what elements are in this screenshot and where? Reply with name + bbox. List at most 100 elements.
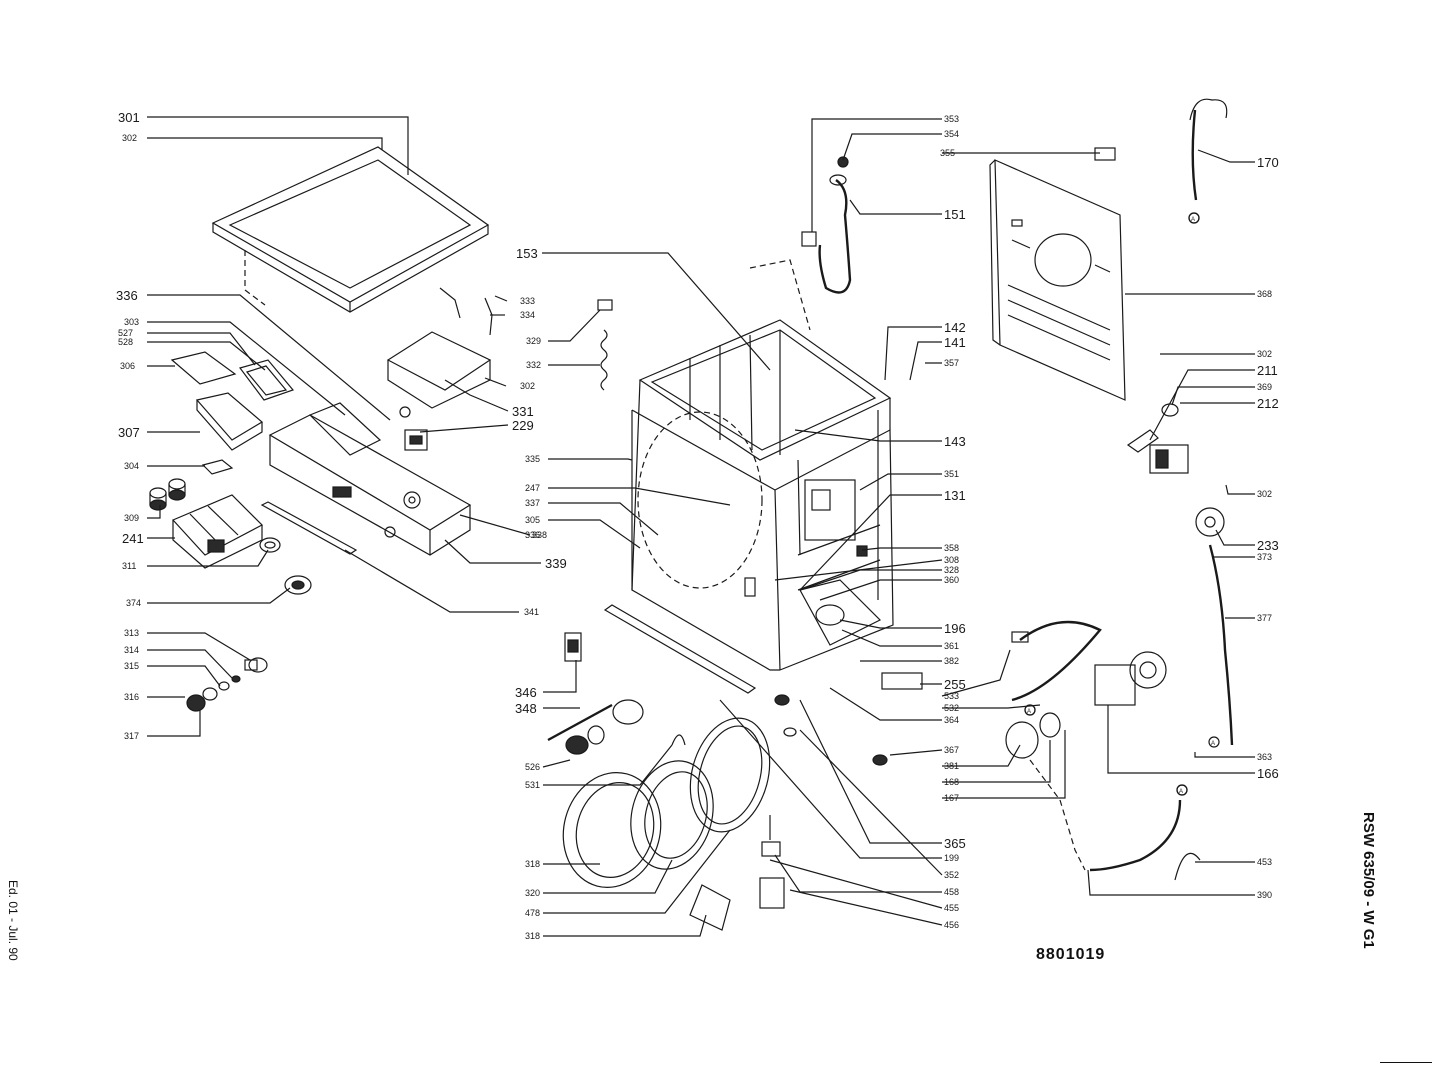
callout-label-302: 302 xyxy=(122,133,137,143)
callout-label-348: 348 xyxy=(515,701,537,716)
connector-marker: A xyxy=(1208,736,1220,748)
callout-label-305: 305 xyxy=(525,515,540,525)
leader-lines xyxy=(147,116,1255,937)
svg-text:A: A xyxy=(1179,789,1183,795)
inlet-hose-part xyxy=(597,156,852,391)
callout-label-304: 304 xyxy=(124,461,139,471)
worktop-part xyxy=(211,146,490,313)
callout-label-168: 168 xyxy=(944,777,959,787)
callout-label-255: 255 xyxy=(944,677,966,692)
drawing-number: 8801019 xyxy=(1036,946,1106,963)
model-label: RSW 635/09 - W G1 xyxy=(1360,812,1377,949)
control-panel-part xyxy=(260,402,472,556)
callout-label-374: 374 xyxy=(126,598,141,608)
callout-label-143: 143 xyxy=(944,434,966,449)
callout-label-456: 456 xyxy=(944,920,959,930)
callout-label-151: 151 xyxy=(944,207,966,222)
callout-label-153: 153 xyxy=(516,246,538,261)
callout-label-196: 196 xyxy=(944,621,966,636)
rear-panel-part xyxy=(989,147,1126,401)
callout-labels: 3013023363035275283063073043092413113743… xyxy=(116,110,1279,941)
callout-label-355: 355 xyxy=(940,148,955,158)
callout-label-318: 318 xyxy=(525,931,540,941)
door-part xyxy=(547,632,785,931)
callout-label-531: 531 xyxy=(525,780,540,790)
svg-text:A: A xyxy=(1191,217,1195,223)
callout-label-357: 357 xyxy=(944,358,959,368)
callout-label-339: 339 xyxy=(545,556,567,571)
callout-label-302: 302 xyxy=(1257,349,1272,359)
callout-label-336: 336 xyxy=(525,530,540,540)
callout-label-335: 335 xyxy=(525,454,540,464)
callout-label-364: 364 xyxy=(944,715,959,725)
callout-label-351: 351 xyxy=(944,469,959,479)
callout-label-453: 453 xyxy=(1257,857,1272,867)
callout-label-478: 478 xyxy=(525,908,540,918)
callout-label-338: 338 xyxy=(532,530,547,540)
callout-label-331: 331 xyxy=(512,404,534,419)
callout-label-361: 361 xyxy=(944,641,959,651)
callout-label-382: 382 xyxy=(944,656,959,666)
callout-label-373: 373 xyxy=(1257,552,1272,562)
callout-label-308: 308 xyxy=(944,555,959,565)
callout-label-211: 211 xyxy=(1257,363,1278,378)
callout-label-142: 142 xyxy=(944,320,966,335)
callout-label-337: 337 xyxy=(525,498,540,508)
callout-label-332: 332 xyxy=(526,360,541,370)
connector-marker: A xyxy=(1188,212,1200,224)
callout-label-390: 390 xyxy=(1257,890,1272,900)
callout-label-334: 334 xyxy=(520,310,535,320)
callout-label-377: 377 xyxy=(1257,613,1272,623)
callout-label-314: 314 xyxy=(124,645,139,655)
callout-label-533: 533 xyxy=(944,691,959,701)
callout-label-527: 527 xyxy=(118,328,133,338)
callout-label-306: 306 xyxy=(120,361,135,371)
callout-label-369: 369 xyxy=(1257,382,1272,392)
drain-hose-top-part xyxy=(1188,98,1228,224)
cabinet-part xyxy=(603,319,894,766)
callout-label-341: 341 xyxy=(524,607,539,617)
callout-label-367: 367 xyxy=(944,745,959,755)
callout-label-336: 336 xyxy=(116,288,138,303)
callout-label-311: 311 xyxy=(122,561,136,571)
callout-label-329: 329 xyxy=(526,336,541,346)
callout-label-358: 358 xyxy=(944,543,959,553)
callout-label-333: 333 xyxy=(520,296,535,306)
callout-label-365: 365 xyxy=(944,836,966,851)
corner-mark xyxy=(1380,1062,1432,1063)
callout-label-328: 328 xyxy=(944,565,959,575)
callout-label-247: 247 xyxy=(525,483,540,493)
callout-label-302: 302 xyxy=(1257,489,1272,499)
dispenser-parts xyxy=(149,351,312,712)
callout-label-318: 318 xyxy=(525,859,540,869)
callout-label-131: 131 xyxy=(944,488,966,503)
callout-label-320: 320 xyxy=(525,888,540,898)
svg-text:A: A xyxy=(1027,709,1031,715)
callout-label-170: 170 xyxy=(1257,155,1279,170)
callout-label-313: 313 xyxy=(124,628,139,638)
callout-label-458: 458 xyxy=(944,887,959,897)
connector-marker: A xyxy=(1176,784,1188,796)
pump-motor-part xyxy=(881,403,1234,881)
callout-label-360: 360 xyxy=(944,575,959,585)
callout-label-199: 199 xyxy=(944,853,959,863)
callout-label-315: 315 xyxy=(124,661,139,671)
callout-label-363: 363 xyxy=(1257,752,1272,762)
callout-label-346: 346 xyxy=(515,685,537,700)
callout-label-212: 212 xyxy=(1257,396,1279,411)
callout-label-526: 526 xyxy=(525,762,540,772)
timer-part xyxy=(386,287,493,451)
connector-markers: A A A A xyxy=(1024,212,1220,796)
svg-text:A: A xyxy=(1211,741,1215,747)
callout-label-301: 301 xyxy=(118,110,140,125)
callout-label-303: 303 xyxy=(124,317,139,327)
callout-label-368: 368 xyxy=(1257,289,1272,299)
callout-label-307: 307 xyxy=(118,425,140,440)
callout-label-455: 455 xyxy=(944,903,959,913)
callout-label-302: 302 xyxy=(520,381,535,391)
callout-label-166: 166 xyxy=(1257,766,1279,781)
callout-label-353: 353 xyxy=(944,114,959,124)
callout-label-141: 141 xyxy=(944,335,966,350)
callout-label-354: 354 xyxy=(944,129,959,139)
